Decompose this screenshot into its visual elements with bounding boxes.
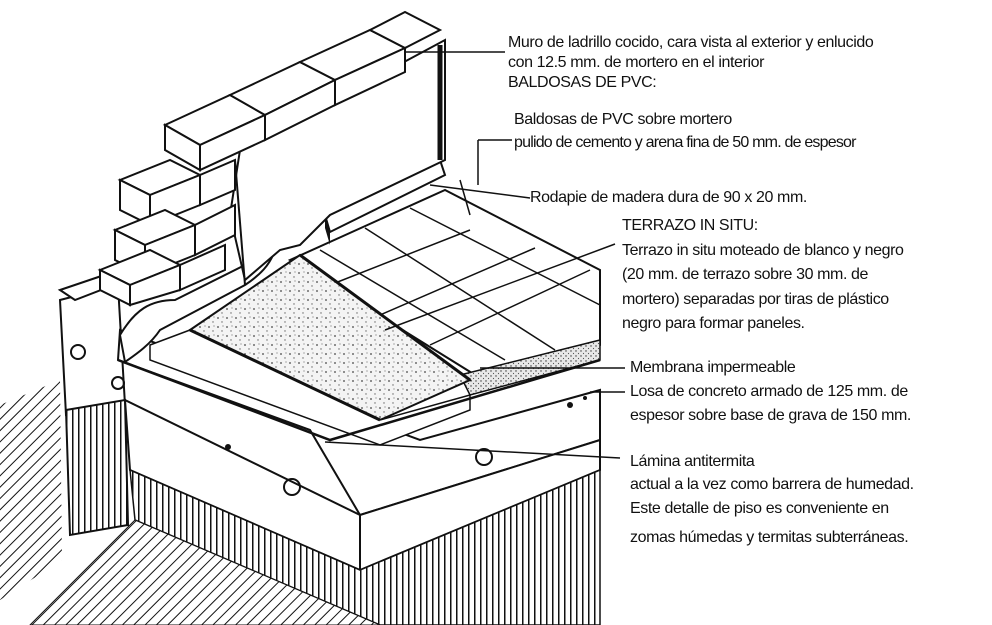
leader-lamina: [324, 441, 621, 459]
label-terrazo-line1: Terrazo in situ moteado de blanco y negr…: [622, 242, 904, 259]
plastic-divider-strip: [299, 253, 471, 382]
label-baldosas-line1: Baldosas de PVC sobre mortero: [514, 111, 732, 128]
ground-hatch-left: [0, 380, 62, 600]
label-losa-line1: Losa de concreto armado de 125 mm. de: [630, 383, 908, 400]
rebar-mark: [475, 448, 493, 466]
label-membrana: Membrana impermeable: [630, 359, 796, 376]
brick-wall: [97, 10, 446, 307]
label-lamina-line2: actual a la vez como barrera de humedad.: [630, 476, 914, 493]
label-terrazo-line4: negro para formar paneles.: [622, 315, 805, 332]
leader-terrazo: [384, 243, 616, 331]
gravel-base: [29, 468, 601, 625]
label-nota-line2: zomas húmedas y termitas subterráneas.: [630, 529, 909, 546]
foundation-left: [57, 266, 143, 537]
plastic-divider-strip: [189, 328, 381, 422]
leader-baldosas: [477, 139, 512, 185]
waterproof-membrane: [117, 248, 601, 442]
label-terrazo-line3: mortero) separadas por tiras de plástico: [622, 291, 889, 308]
label-losa-line2: espesor sobre base de grava de 150 mm.: [630, 407, 911, 424]
rebar-mark: [283, 478, 301, 496]
rebar-mark: [111, 376, 125, 390]
terrazzo-floor: [149, 253, 472, 446]
label-terrazo-line2: (20 mm. de terrazo sobre 30 mm. de: [622, 266, 869, 283]
label-rodapie: Rodapie de madera dura de 90 x 20 mm.: [530, 189, 807, 206]
label-muro-line1: Muro de ladrillo cocido, cara vista al e…: [508, 34, 874, 51]
leader-rodapie: [429, 184, 531, 199]
rebar-mark: [70, 344, 86, 360]
aggregate-mark: [225, 444, 231, 450]
label-baldosas-heading: BALDOSAS DE PVC:: [508, 74, 657, 91]
label-nota-line1: Este detalle de piso es conveniente en: [630, 500, 889, 517]
label-muro-line2: con 12.5 mm. de mortero en el interior: [508, 54, 765, 71]
aggregate-mark: [567, 402, 573, 408]
leader-lines: [324, 51, 625, 459]
label-terrazo-heading: TERRAZO IN SITU:: [622, 217, 758, 234]
label-lamina-line1: Lámina antitermita: [630, 453, 755, 470]
label-baldosas-line2: pulido de cemento y arena fina de 50 mm.…: [514, 134, 856, 151]
